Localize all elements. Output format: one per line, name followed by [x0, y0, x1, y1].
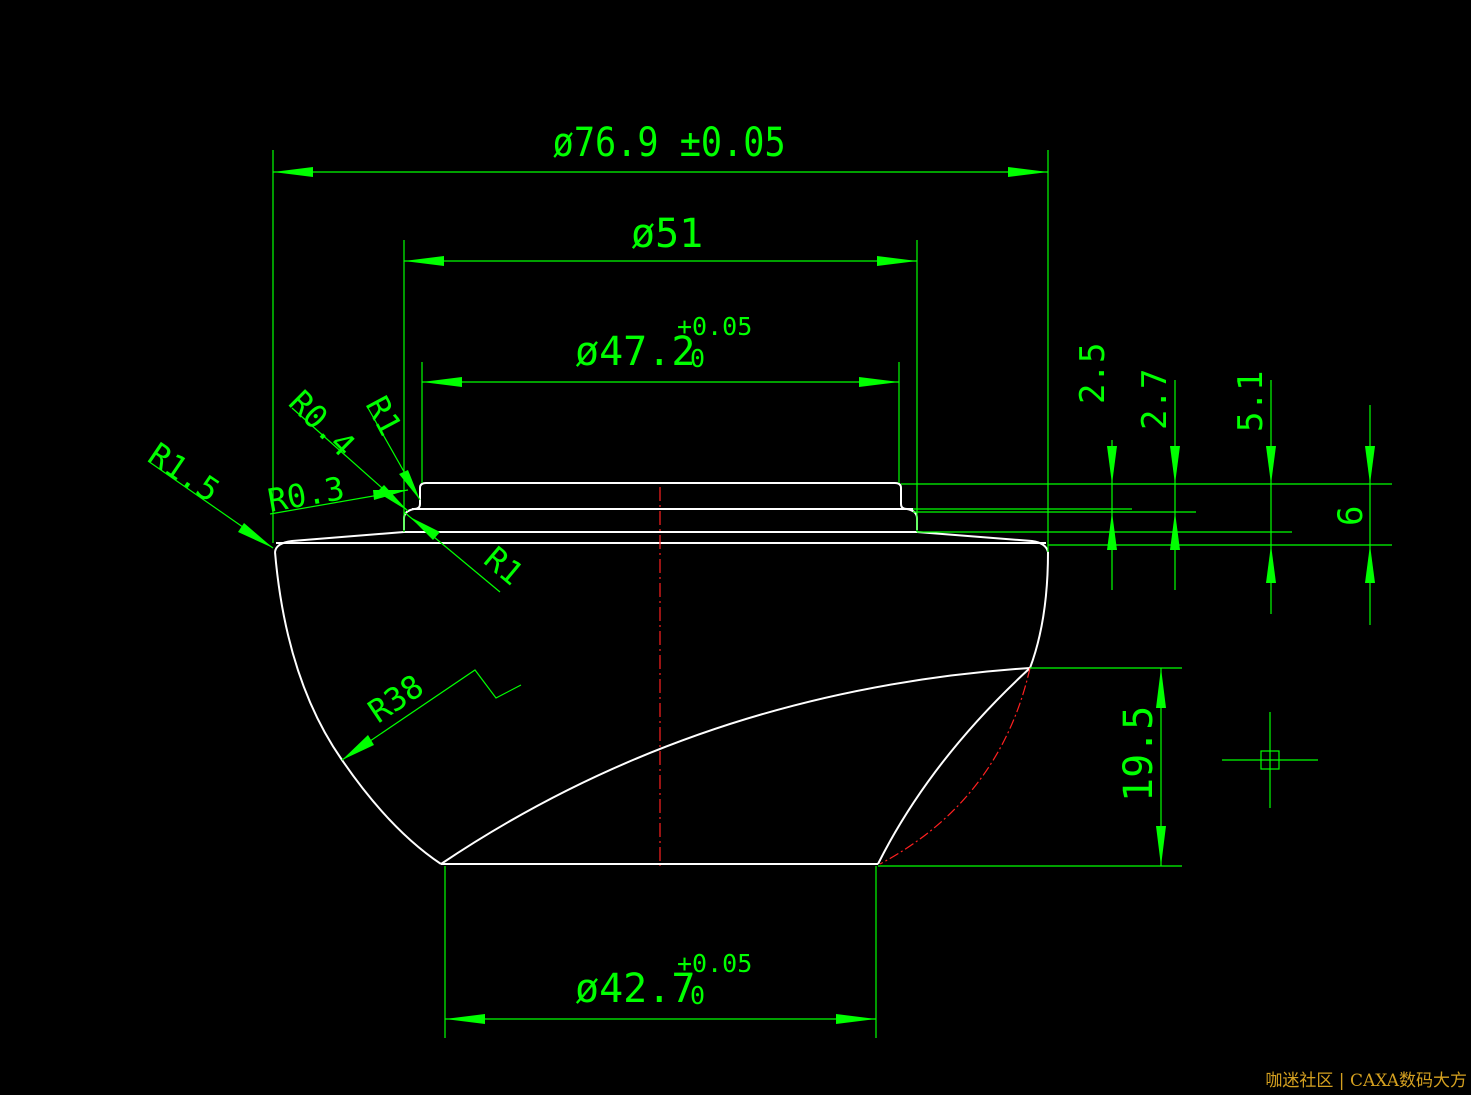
radius-1-5: R1.5	[142, 435, 227, 510]
dim-height-5-1: 5.1	[1231, 371, 1271, 432]
dim-height-2-5: 2.5	[1073, 343, 1113, 404]
dim-diameter-42-tol-upper: +0.05	[677, 949, 752, 978]
radius-0-3: R0.3	[265, 469, 347, 520]
dim-height-6: 6	[1331, 506, 1371, 526]
radius-1-bottom: R1	[477, 539, 531, 593]
dim-outer-diameter: ø76.9 ±0.05	[553, 119, 786, 166]
dim-diameter-47-tol-upper: +0.05	[677, 312, 752, 341]
part-outline	[274, 482, 1049, 865]
dim-diameter-47: ø47.2	[575, 329, 695, 375]
radius-38: R38	[361, 667, 430, 731]
dim-diameter-42-tol-lower: 0	[690, 981, 705, 1010]
radius-1-top: R1	[358, 390, 410, 442]
radius-0-4: R0.4	[281, 383, 362, 464]
dim-diameter-51: ø51	[631, 211, 703, 257]
watermark-text: 咖迷社区 | CAXA数码大方	[1265, 1071, 1467, 1091]
construction-arc	[879, 667, 1031, 865]
dimension-text: ø76.9 ±0.05 ø51 ø47.2 +0.05 0 ø42.7 +0.0…	[142, 119, 1371, 1012]
dim-diameter-42: ø42.7	[575, 966, 695, 1012]
dimension-lines	[147, 150, 1392, 1038]
dim-height-2-7: 2.7	[1135, 369, 1175, 430]
dim-diameter-47-tol-lower: 0	[690, 344, 705, 373]
dim-height-19-5: 19.5	[1116, 706, 1162, 802]
